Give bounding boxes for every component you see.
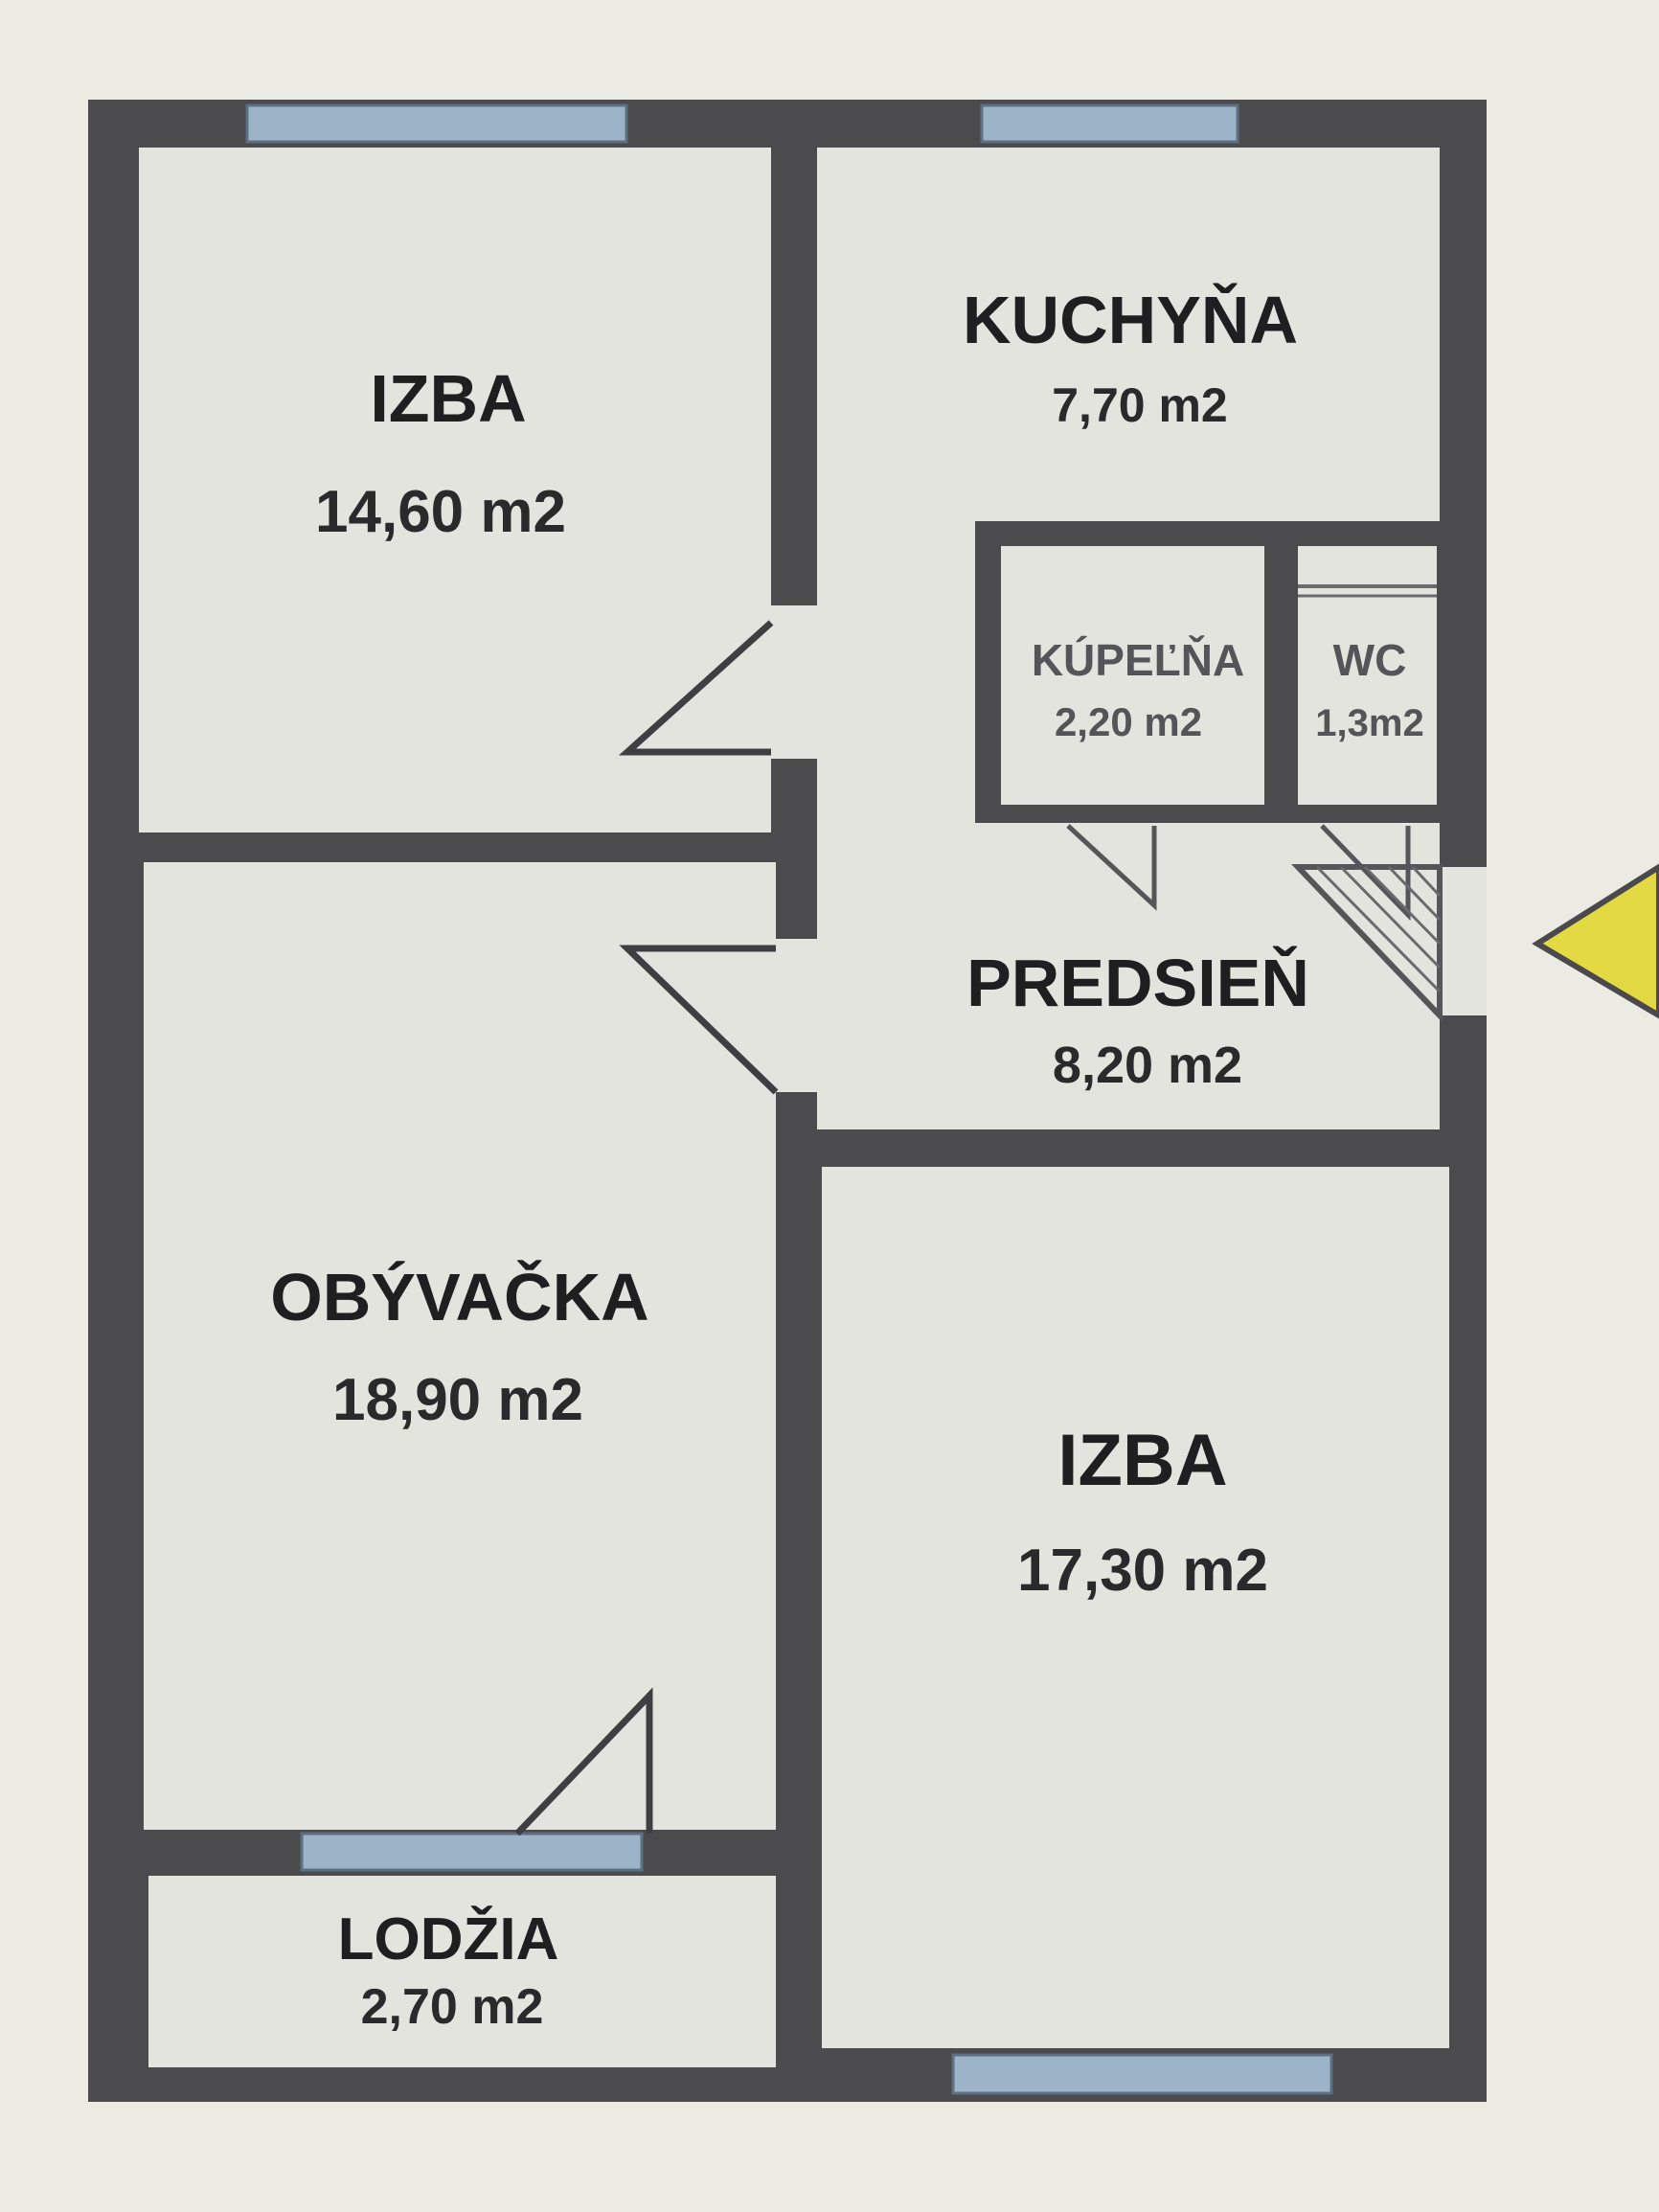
door-opening-obyvacka xyxy=(776,939,817,1092)
door-swing-entrance xyxy=(1290,864,1443,1023)
wc-name: WC xyxy=(1333,635,1407,685)
window-izba-bottom xyxy=(951,2053,1333,2095)
izba-top-name: IZBA xyxy=(370,361,526,436)
kuchyna-name: KUCHYŇA xyxy=(963,282,1298,357)
room-floor-predsien xyxy=(817,823,1440,1129)
entrance-door-opening xyxy=(1440,867,1487,1015)
izba-bottom-name: IZBA xyxy=(1057,1420,1227,1501)
kupelna-area: 2,20 m2 xyxy=(1055,699,1202,744)
kupelna-name: KÚPEĽŇA xyxy=(1032,635,1244,685)
window-lodzia xyxy=(300,1832,644,1872)
door-swing-kupelna xyxy=(1066,824,1157,911)
predsien-name: PREDSIEŇ xyxy=(966,945,1309,1020)
obyvacka-area: 18,90 m2 xyxy=(332,1367,583,1433)
lodzia-area: 2,70 m2 xyxy=(361,1979,544,2035)
predsien-area: 8,20 m2 xyxy=(1053,1037,1242,1094)
kuchyna-area: 7,70 m2 xyxy=(1052,378,1227,432)
door-swing-izba-top xyxy=(618,620,774,756)
room-floor-izba-bottom xyxy=(822,1167,1449,2048)
izba-bottom-area: 17,30 m2 xyxy=(1017,1538,1268,1604)
room-floor-kupelna xyxy=(1001,546,1264,805)
door-opening-izba-top xyxy=(771,605,817,759)
door-swing-lodzia xyxy=(514,1687,653,1836)
window-izba-top xyxy=(245,103,628,144)
door-swing-obyvacka xyxy=(619,945,779,1095)
room-floor-kuchyna xyxy=(817,148,1440,521)
door-swing-wc xyxy=(1320,824,1411,922)
entrance-door-hatching xyxy=(1315,865,1442,993)
wc-area: 1,3m2 xyxy=(1315,702,1423,744)
room-floor-hall-left-strip xyxy=(817,521,975,823)
lodzia-name: LODŽIA xyxy=(338,1906,559,1973)
izba-top-area: 14,60 m2 xyxy=(315,479,566,545)
room-floor-obyvacka xyxy=(144,862,776,1830)
entrance-arrow-icon xyxy=(1532,863,1659,1019)
room-floor-wc xyxy=(1298,546,1437,805)
obyvacka-name: OBÝVAČKA xyxy=(270,1259,648,1334)
room-floor-lodzia xyxy=(148,1876,776,2067)
window-kuchyna xyxy=(980,103,1239,144)
